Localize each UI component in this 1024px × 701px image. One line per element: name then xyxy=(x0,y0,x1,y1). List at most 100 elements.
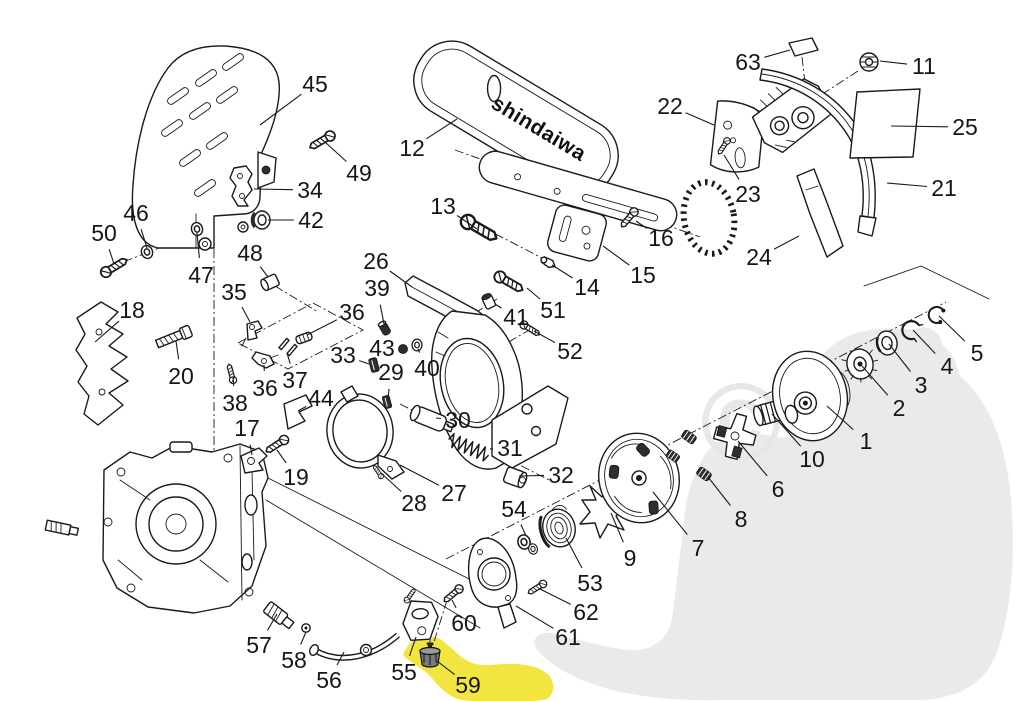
part-label-56[interactable]: 56 xyxy=(316,667,342,693)
leader-line-63 xyxy=(764,49,791,58)
part-25-plate xyxy=(849,88,921,159)
part-label-24[interactable]: 24 xyxy=(746,244,772,270)
part-label-28[interactable]: 28 xyxy=(401,490,427,516)
leader-line-45 xyxy=(259,93,302,126)
part-guide-bar xyxy=(478,150,678,232)
part-label-27[interactable]: 27 xyxy=(441,480,467,506)
part-label-33[interactable]: 33 xyxy=(330,342,356,368)
leader-line-54 xyxy=(520,524,527,537)
part-label-21[interactable]: 21 xyxy=(931,175,957,201)
part-label-34[interactable]: 34 xyxy=(297,177,323,203)
part-label-46[interactable]: 46 xyxy=(123,200,149,226)
highlight-59[interactable] xyxy=(403,636,554,701)
part-label-11[interactable]: 11 xyxy=(912,53,936,79)
part-label-38[interactable]: 38 xyxy=(222,390,248,416)
part-label-36[interactable]: 36 xyxy=(252,375,278,401)
part-label-37[interactable]: 37 xyxy=(282,367,308,393)
part-label-8[interactable]: 8 xyxy=(735,506,748,532)
leader-line-36 xyxy=(306,319,338,336)
part-label-22[interactable]: 22 xyxy=(657,93,683,119)
leader-line-19 xyxy=(276,449,287,464)
part-label-6[interactable]: 6 xyxy=(772,476,785,502)
part-label-12[interactable]: 12 xyxy=(399,135,425,161)
part-21-handle xyxy=(759,68,877,237)
part-label-1[interactable]: 1 xyxy=(860,428,873,454)
part-label-20[interactable]: 20 xyxy=(168,363,194,389)
part-label-62[interactable]: 62 xyxy=(573,599,599,625)
part-label-36[interactable]: 36 xyxy=(339,299,365,325)
part-4-eclip xyxy=(901,320,924,343)
part-label-15[interactable]: 15 xyxy=(630,262,656,288)
part-label-59[interactable]: 59 xyxy=(455,672,481,698)
part-label-52[interactable]: 52 xyxy=(557,338,583,364)
part-18-spike xyxy=(75,301,129,426)
part-59-grommet[interactable] xyxy=(419,646,441,668)
part-label-25[interactable]: 25 xyxy=(952,114,978,140)
part-label-14[interactable]: 14 xyxy=(574,274,600,300)
part-label-40[interactable]: 40 xyxy=(414,355,440,381)
leader-line-27 xyxy=(399,464,440,486)
part-label-43[interactable]: 43 xyxy=(369,335,395,361)
part-label-47[interactable]: 47 xyxy=(188,262,214,288)
part-label-54[interactable]: 54 xyxy=(501,496,527,522)
part-label-50[interactable]: 50 xyxy=(91,220,117,246)
part-label-39[interactable]: 39 xyxy=(364,275,390,301)
part-label-23[interactable]: 23 xyxy=(735,181,761,207)
part-label-31[interactable]: 31 xyxy=(497,435,523,461)
axis-line xyxy=(823,70,859,94)
mascot-watermark xyxy=(534,327,1013,701)
part-label-35[interactable]: 35 xyxy=(221,279,247,305)
part-11-nut xyxy=(859,52,879,72)
part-35-lever xyxy=(241,320,263,347)
part-label-30[interactable]: 30 xyxy=(445,407,471,433)
axis-line xyxy=(274,285,319,313)
part-label-60[interactable]: 60 xyxy=(451,610,477,636)
part-label-41[interactable]: 41 xyxy=(503,304,529,330)
leader-line-39 xyxy=(379,304,385,325)
part-32-bushing xyxy=(502,466,528,489)
part-57-plug xyxy=(263,601,295,630)
leader-line-22 xyxy=(685,112,715,126)
part-label-58[interactable]: 58 xyxy=(281,647,307,673)
part-label-42[interactable]: 42 xyxy=(298,207,324,233)
part-56-pipe xyxy=(308,632,400,661)
part-label-51[interactable]: 51 xyxy=(540,297,566,323)
part-label-49[interactable]: 49 xyxy=(346,160,372,186)
leader-line-35 xyxy=(241,306,251,323)
part-label-44[interactable]: 44 xyxy=(308,385,334,411)
part-label-45[interactable]: 45 xyxy=(302,71,328,97)
part-label-57[interactable]: 57 xyxy=(246,632,272,658)
part-label-4[interactable]: 4 xyxy=(941,353,954,379)
part-44-plate xyxy=(283,394,313,430)
part-58-ball-center xyxy=(304,626,308,630)
part-label-7[interactable]: 7 xyxy=(692,535,705,561)
part-label-29[interactable]: 29 xyxy=(378,359,404,385)
part-label-3[interactable]: 3 xyxy=(915,372,928,398)
leader-line-5 xyxy=(938,315,966,342)
part-label-26[interactable]: 26 xyxy=(363,248,389,274)
part-label-63[interactable]: 63 xyxy=(735,49,761,75)
part-label-61[interactable]: 61 xyxy=(555,624,581,650)
part-51-screw xyxy=(491,268,527,296)
leader-line-4 xyxy=(912,329,936,354)
part-22-plate xyxy=(709,100,765,173)
part-label-53[interactable]: 53 xyxy=(577,570,603,596)
part-label-5[interactable]: 5 xyxy=(971,340,984,366)
part-label-32[interactable]: 32 xyxy=(548,462,574,488)
leader-line-32 xyxy=(518,474,545,477)
part-label-48[interactable]: 48 xyxy=(237,240,263,266)
part-label-2[interactable]: 2 xyxy=(893,395,906,421)
part-label-10[interactable]: 10 xyxy=(799,446,825,472)
part-label-18[interactable]: 18 xyxy=(119,297,145,323)
part-label-19[interactable]: 19 xyxy=(283,464,309,490)
part-label-16[interactable]: 16 xyxy=(648,225,674,251)
leader-line-50 xyxy=(108,249,115,265)
part-label-55[interactable]: 55 xyxy=(391,659,417,685)
part-label-9[interactable]: 9 xyxy=(624,545,637,571)
leader-line-51 xyxy=(526,287,541,300)
part-label-13[interactable]: 13 xyxy=(430,193,456,219)
part-label-17[interactable]: 17 xyxy=(234,415,260,441)
leader-line-55 xyxy=(408,636,417,657)
